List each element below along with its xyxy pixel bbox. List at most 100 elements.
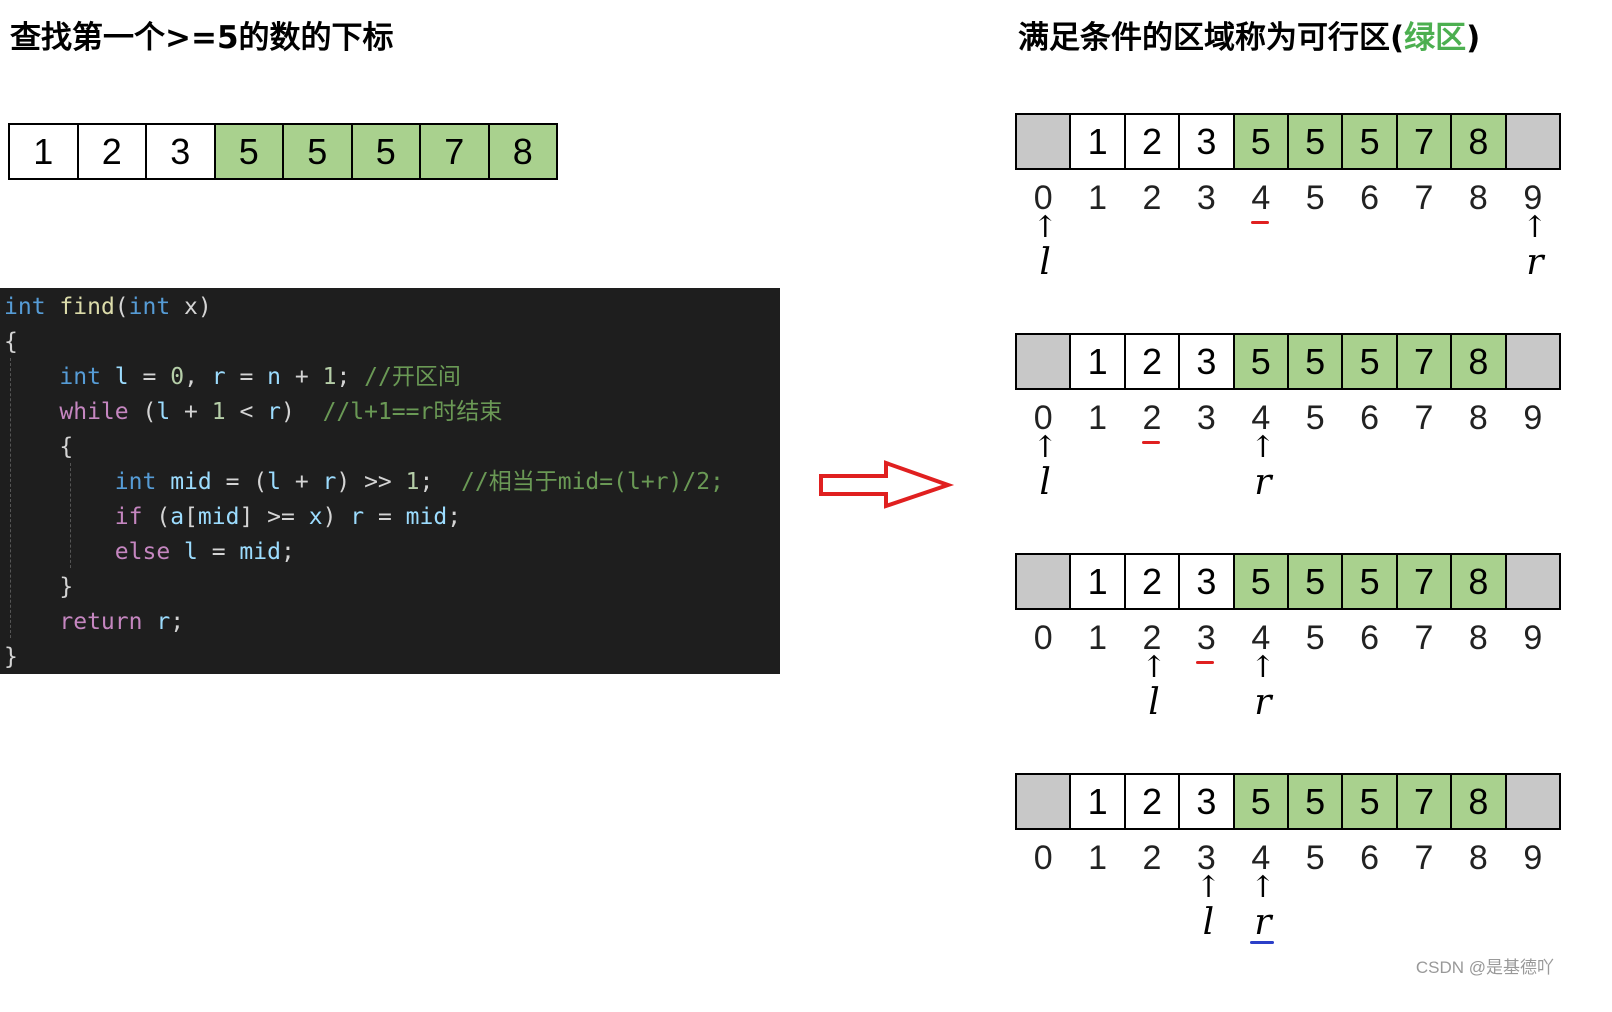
index-label: 3: [1196, 179, 1216, 217]
array-cell: 5: [1232, 773, 1289, 830]
code-token: r: [142, 609, 171, 635]
sentinel-cell: [1504, 553, 1561, 610]
array-cell: 5: [1341, 773, 1398, 830]
index-label: 5: [1305, 399, 1325, 437]
pointer-letter: r: [1254, 902, 1272, 943]
up-arrow-icon: ↑: [1195, 870, 1221, 905]
index-label: 4: [1251, 619, 1271, 657]
mid-mark: [1142, 441, 1160, 444]
array-cell: 1: [8, 123, 79, 180]
right-title-close: ): [1466, 20, 1481, 56]
code-token: int: [59, 364, 101, 390]
array-cell: 1: [1069, 333, 1126, 390]
index-label: 7: [1414, 619, 1434, 657]
code-token: x: [308, 504, 323, 530]
array-cell: 3: [1178, 333, 1235, 390]
right-title-green: 绿区: [1404, 20, 1467, 56]
code-token: (: [128, 399, 157, 425]
index-label: 3: [1196, 619, 1216, 657]
array-cell: 1: [1069, 553, 1126, 610]
code-token: ): [281, 399, 323, 425]
code-token: }: [59, 574, 74, 600]
code-token: x: [170, 294, 198, 320]
code-token: 1: [405, 469, 420, 495]
array-cell: 5: [1341, 113, 1398, 170]
code-token: =: [364, 504, 406, 530]
code-line: {: [4, 430, 780, 465]
array-cell: 5: [1341, 333, 1398, 390]
up-arrow-icon: ↑: [1250, 650, 1276, 685]
index-label: 1: [1088, 619, 1108, 657]
code-token: +: [170, 399, 212, 425]
code-token: l: [170, 539, 198, 565]
code-token: +: [280, 469, 323, 495]
code-token: r: [211, 364, 226, 390]
code-token: (: [114, 294, 129, 320]
index-label: 6: [1360, 179, 1380, 217]
left-title: 查找第一个>=5的数的下标: [10, 20, 394, 56]
code-token: (: [142, 504, 171, 530]
array-cell: 5: [1232, 333, 1289, 390]
array-cell: 1: [1069, 113, 1126, 170]
code-token: =: [128, 364, 171, 390]
code-line: else l = mid;: [4, 535, 780, 570]
index-label: 2: [1142, 179, 1162, 217]
array-cell: 2: [1123, 553, 1181, 610]
code-token: l: [156, 399, 171, 425]
pointer-r: ↑r: [1243, 433, 1283, 501]
up-arrow-icon: ↑: [1032, 430, 1058, 465]
code-token: ] >=: [239, 504, 309, 530]
array-cell: 7: [1395, 773, 1453, 830]
code-token: r: [322, 469, 337, 495]
array-cell: 3: [1178, 553, 1235, 610]
index-label: 1: [1088, 179, 1108, 217]
array-cell: 7: [1395, 113, 1453, 170]
index-label: 2: [1142, 839, 1162, 877]
array-cell: 8: [487, 123, 558, 180]
code-token: mid: [170, 469, 212, 495]
array-cell: 3: [145, 123, 216, 180]
array-cell: 5: [1287, 113, 1344, 170]
array-cell: 3: [1178, 773, 1235, 830]
sentinel-cell: [1504, 773, 1561, 830]
code-line: {: [4, 325, 780, 360]
index-label: 3: [1196, 399, 1216, 437]
index-label: 6: [1360, 839, 1380, 877]
pointer-letter: r: [1526, 242, 1544, 283]
sentinel-cell: [1015, 333, 1072, 390]
code-token: =: [197, 539, 240, 565]
code-token: int: [128, 294, 171, 320]
code-line: while (l + 1 < r) //l+1==r时结束: [4, 395, 780, 430]
index-label: 1: [1088, 399, 1108, 437]
index-label: 9: [1523, 179, 1543, 217]
code-token: else: [114, 539, 171, 565]
pointer-l: ↑l: [1025, 433, 1065, 501]
index-label: 3: [1196, 839, 1216, 877]
index-label: 9: [1523, 619, 1543, 657]
code-token: 1: [211, 399, 226, 425]
pointer-letter: l: [1039, 242, 1051, 283]
code-token: return: [59, 609, 143, 635]
code-token: +: [281, 364, 323, 390]
index-label: 9: [1523, 839, 1543, 877]
index-label: 0: [1033, 179, 1053, 217]
array-cell: 5: [282, 123, 353, 180]
code-line: if (a[mid] >= x) r = mid;: [4, 500, 780, 535]
code-token: [: [184, 504, 198, 530]
code-token: int: [114, 469, 157, 495]
index-label: 8: [1468, 619, 1488, 657]
array-cell: 7: [419, 123, 490, 180]
pointer-l: ↑l: [1025, 213, 1065, 281]
array-cell: 5: [1232, 113, 1289, 170]
code-token: mid: [239, 539, 281, 565]
index-label: 9: [1523, 399, 1543, 437]
code-token: ,: [184, 364, 212, 390]
code-token: ;: [419, 469, 462, 495]
code-token: int: [4, 294, 46, 320]
code-token: if: [114, 504, 143, 530]
array-cell: 7: [1395, 553, 1453, 610]
index-label: 7: [1414, 179, 1434, 217]
array-cell: 8: [1450, 113, 1507, 170]
right-arrow-icon: [819, 460, 955, 509]
code-token: ;: [447, 504, 462, 530]
